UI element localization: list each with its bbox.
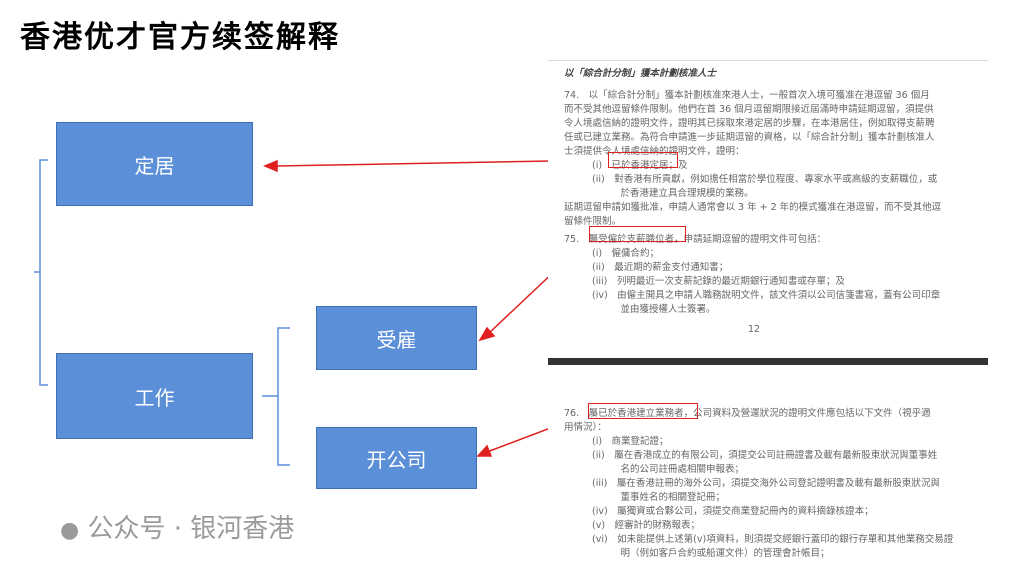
highlight-business bbox=[588, 403, 698, 419]
page-title: 香港优才官方续签解释 bbox=[20, 20, 340, 55]
page-separator bbox=[548, 358, 988, 365]
doc-line: (vi) 如未能提供上述第(v)項資料，則須提交經銀行蓋印的銀行存單和其他業務交… bbox=[592, 534, 954, 545]
doc-line: 任或已建立業務。為符合申請進一步延期逗留的資格，以「綜合計分制」獲本計劃核准人 bbox=[564, 132, 935, 143]
settle-box: 定居 bbox=[56, 122, 253, 206]
wechat-icon: ● bbox=[60, 518, 80, 543]
doc-line: 延期逗留申請如獲批准，申請人通常會以 3 年 + 2 年的模式獲准在港逗留，而不… bbox=[564, 202, 942, 213]
doc-line: (ii) 對香港有所貢獻，例如擔任相當於學位程度、專家水平或高級的支薪職位，或 bbox=[592, 174, 938, 185]
doc-line: 而不受其他逗留條件限制。他們在首 36 個月逗留期限接近屆滿時申請延期逗留，須提… bbox=[564, 104, 934, 115]
doc-line: (iv) 由僱主開具之申請人職務說明文件，該文件須以公司信箋書寫，蓋有公司印章 bbox=[592, 290, 941, 301]
employed-box: 受雇 bbox=[316, 306, 477, 370]
work-box: 工作 bbox=[56, 353, 253, 439]
doc-line: (iv) 屬獨資或合夥公司，須提交商業登記冊內的資料摘錄核證本； bbox=[592, 506, 874, 517]
doc-line: 董事姓名的相關登記冊； bbox=[592, 492, 726, 503]
page-number: 12 bbox=[748, 324, 761, 335]
watermark: ● 公众号 · 银河香港 bbox=[60, 508, 294, 545]
doc-line: (ii) 屬在香港成立的有限公司，須提交公司註冊證書及載有最新股東狀況與董事姓 bbox=[592, 450, 938, 461]
work-bracket bbox=[262, 327, 290, 466]
company-box: 开公司 bbox=[316, 427, 477, 489]
left-bracket bbox=[34, 159, 48, 386]
doc-line: 並由獲授權人士簽署。 bbox=[592, 304, 716, 315]
doc-line: 用情況）： bbox=[564, 422, 607, 433]
doc-line: 於香港建立具合理規模的業務。 bbox=[592, 188, 754, 199]
document-page-2: 76. 屬已於香港建立業務者，公司資料及營運狀況的證明文件應包括以下文件（視乎適… bbox=[548, 365, 988, 559]
doc-line: 名的公司註冊處相關申報表； bbox=[592, 464, 745, 475]
doc-line: (v) 經審計的財務報表； bbox=[592, 520, 701, 531]
doc-line: 74. 以「綜合計分制」獲本計劃核准來港人士，一般首次入境可獲准在港逗留 36 … bbox=[564, 90, 930, 101]
highlight-employed bbox=[589, 226, 686, 242]
doc-line: 76. 屬已於香港建立業務者，公司資料及營運狀況的證明文件應包括以下文件（視乎適 bbox=[564, 408, 931, 419]
doc-line: (ii) 最近期的薪金支付通知書； bbox=[592, 262, 729, 273]
doc-line: 明（例如客戶合約或船運文件）的管理會計帳目； bbox=[592, 548, 830, 559]
doc-heading: 以「綜合計分制」獲本計劃核准人士 bbox=[564, 68, 717, 79]
document-page-1: 以「綜合計分制」獲本計劃核准人士 74. 以「綜合計分制」獲本計劃核准來港人士，… bbox=[548, 60, 988, 359]
doc-line: (i) 僱傭合約； bbox=[592, 248, 660, 259]
doc-line: 令人境處信納的證明文件，證明其已採取來港定居的步驟，在本港居住，例如取得支薪聘 bbox=[564, 118, 935, 129]
doc-line: (iii) 屬在香港註冊的海外公司，須提交海外公司登記證明書及載有最新股東狀況與 bbox=[592, 478, 940, 489]
doc-line: 士須提供令人境處信納的證明文件，證明： bbox=[564, 146, 745, 157]
doc-line: (i) 商業登記證； bbox=[592, 436, 669, 447]
doc-line: (i) 已於香港定居；及 bbox=[592, 160, 688, 171]
doc-line: 75. 屬受僱於支薪職位者，申請延期逗留的證明文件可包括： bbox=[564, 234, 827, 245]
doc-line: (iii) 列明最近一次支薪記錄的最近期銀行通知書或存單；及 bbox=[592, 276, 845, 287]
highlight-settled bbox=[608, 152, 678, 168]
watermark-text: 公众号 · 银河香港 bbox=[87, 514, 295, 544]
doc-line: 留條件限制。 bbox=[564, 216, 622, 227]
